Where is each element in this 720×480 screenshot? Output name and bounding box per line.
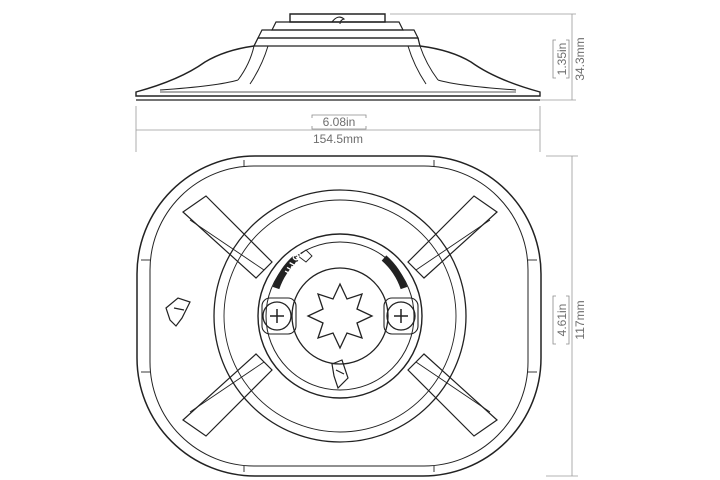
- depth-dimension: 4.61in 117mm: [546, 155, 587, 477]
- brand-logo-icon: [165, 297, 191, 327]
- lock-plate-inner: [265, 241, 415, 391]
- screw-icon: [383, 297, 419, 335]
- rib-arms: [182, 195, 498, 437]
- lock-arc-right: [381, 255, 408, 290]
- side-view-body: [135, 45, 541, 97]
- side-view-collar: [271, 21, 404, 31]
- brand-logo-icon: [331, 359, 349, 390]
- lock-plate-outline: [257, 233, 423, 399]
- rib-arm-top-left: [182, 195, 273, 279]
- dome-outline: [213, 189, 467, 443]
- rib-arm-top-right: [407, 195, 498, 279]
- screw-left-housing: [261, 297, 297, 335]
- screw-icon: [261, 297, 297, 335]
- rib-arm-bottom-left: [182, 353, 273, 437]
- rib-arm-bottom-right: [407, 353, 498, 437]
- screw-right-housing: [383, 297, 419, 335]
- depth-metric-label: 117mm: [573, 300, 587, 339]
- dome-inner-outline: [223, 199, 457, 433]
- height-imperial-label: 1.35in: [555, 43, 569, 76]
- base-outline: [136, 155, 542, 477]
- screw-left-cross: [270, 309, 284, 323]
- screw-right-head: [386, 301, 416, 331]
- base-inner-outline: [149, 165, 529, 467]
- arrow-icon: [297, 249, 313, 263]
- rib-arm-bottom-left-line: [189, 361, 265, 413]
- side-view-rib: [237, 45, 439, 81]
- screw-left-head: [262, 301, 292, 331]
- side-view-ring: [257, 29, 419, 39]
- side-view-inner-rib: [249, 45, 427, 85]
- screw-right-cross: [394, 309, 408, 323]
- side-view: [135, 13, 541, 101]
- side-view-shoulder: [252, 37, 421, 47]
- depth-imperial-label: 4.61in: [555, 304, 569, 337]
- rib-arm-bottom-right-line: [415, 361, 491, 413]
- lock-label: U-LOK: [283, 246, 305, 276]
- side-view-flange-curve: [159, 79, 517, 91]
- height-metric-label: 34.3mm: [573, 37, 587, 80]
- height-imperial-bracket: [552, 39, 570, 79]
- top-view: U-LOK: [136, 155, 542, 477]
- side-view-cap: [289, 13, 386, 23]
- star-socket: [306, 282, 374, 350]
- depth-imperial-bracket: [552, 295, 570, 345]
- hub-outline: [291, 267, 389, 365]
- lock-arc-left: [272, 255, 299, 290]
- width-metric-label: 154.5mm: [313, 132, 363, 146]
- width-imperial-label: 6.08in: [323, 115, 356, 129]
- rib-arm-top-right-line: [415, 219, 491, 271]
- side-logo-icon: [331, 16, 346, 25]
- rib-arm-top-left-line: [189, 219, 265, 271]
- width-dimension: 6.08in 154.5mm: [135, 106, 541, 152]
- height-dimension: 1.35in 34.3mm: [390, 13, 587, 101]
- width-imperial-bracket: [311, 114, 367, 130]
